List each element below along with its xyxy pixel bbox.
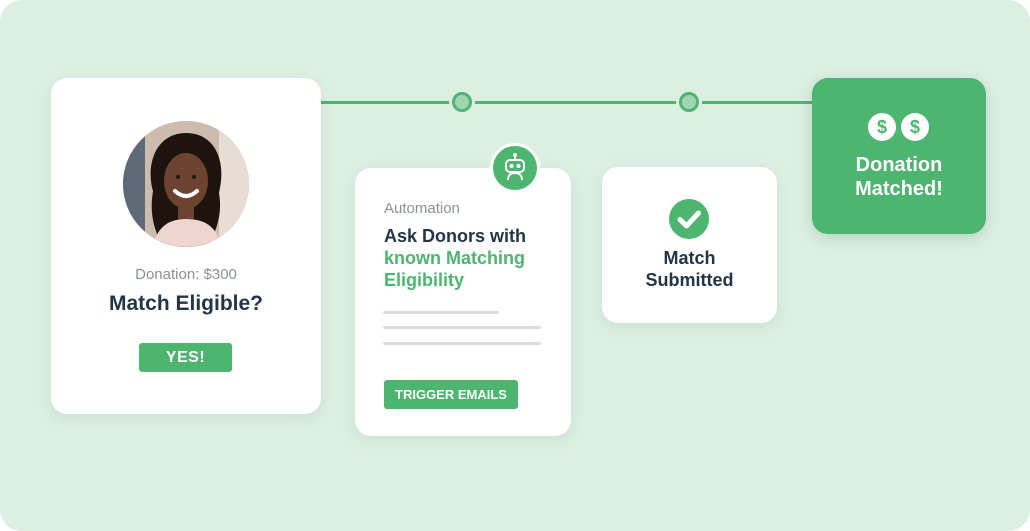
timeline-node bbox=[452, 92, 472, 112]
text-placeholder-line bbox=[383, 342, 541, 345]
trigger-emails-button[interactable]: TRIGGER EMAILS bbox=[384, 380, 518, 409]
check-circle-icon bbox=[669, 199, 709, 239]
submitted-card: Match Submitted bbox=[602, 167, 777, 323]
matched-label: Donation Matched! bbox=[812, 153, 986, 201]
submitted-label-line1: Match bbox=[663, 248, 716, 268]
matched-label-line2: Matched! bbox=[855, 178, 943, 200]
automation-heading-accent: known Matching Eligibility bbox=[384, 248, 525, 290]
eligibility-title: Match Eligible? bbox=[108, 292, 263, 315]
automation-heading-text: Ask Donors with bbox=[384, 226, 527, 246]
automation-heading: Ask Donors with known Matching Eligibili… bbox=[384, 225, 564, 291]
automation-card: Automation Ask Donors with known Matchin… bbox=[355, 146, 571, 436]
yes-button[interactable]: YES! bbox=[139, 343, 232, 372]
dollar-coin-icon: $ bbox=[901, 113, 929, 141]
eligibility-card: Donation: $300 Match Eligible? YES! bbox=[51, 78, 321, 414]
matched-card: $ $ Donation Matched! bbox=[812, 78, 986, 234]
submitted-label-line2: Submitted bbox=[645, 270, 734, 290]
text-placeholder-line bbox=[383, 326, 541, 329]
dollar-coin-icon: $ bbox=[868, 113, 896, 141]
donor-avatar bbox=[123, 121, 249, 247]
donation-amount: Donation: $300 bbox=[135, 266, 237, 283]
automation-label: Automation bbox=[384, 200, 460, 217]
timeline-node bbox=[679, 92, 699, 112]
text-placeholder-line bbox=[383, 311, 499, 314]
matched-label-line1: Donation bbox=[855, 154, 943, 176]
timeline-connector bbox=[318, 101, 818, 104]
robot-icon bbox=[493, 146, 537, 190]
submitted-label: Match Submitted bbox=[602, 247, 777, 291]
